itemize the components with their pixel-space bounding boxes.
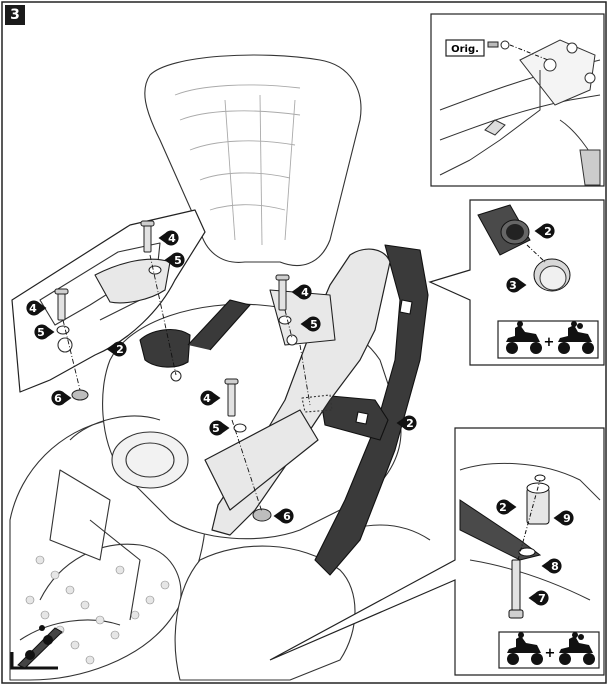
motorcycle-pillion-icon — [506, 321, 542, 354]
callout-shape — [506, 277, 527, 293]
callout-number: 2 — [499, 501, 507, 514]
guide-lines — [62, 254, 311, 513]
callout-shape — [300, 316, 321, 332]
callout-c2b: 2 — [396, 415, 417, 431]
callout-shape — [34, 324, 55, 340]
callout-shape — [106, 341, 127, 357]
callout-c5c: 5 — [300, 316, 321, 332]
callout-shape — [26, 300, 47, 316]
callout-c4c: 4 — [291, 284, 312, 300]
callout-number: 2 — [116, 343, 124, 356]
callout-shape — [528, 590, 549, 606]
motorcycle-rider-icon-2 — [559, 632, 595, 665]
plus-sign-2: + — [545, 646, 556, 661]
callout-c7: 7 — [528, 590, 549, 606]
callout-number: 2 — [544, 225, 552, 238]
callout-number: 9 — [563, 512, 571, 525]
callout-shape — [200, 390, 221, 406]
callout-c8: 8 — [541, 558, 562, 574]
inset-original-hardware: Orig. — [430, 13, 605, 187]
callout-number: 5 — [310, 318, 318, 331]
callout-c5a: 5 — [164, 252, 185, 268]
callout-number: 4 — [168, 232, 176, 245]
motorcycle-rear-illustration — [9, 54, 431, 681]
callout-shape — [51, 390, 72, 406]
callout-number: 4 — [203, 392, 211, 405]
callout-number: 8 — [551, 560, 559, 573]
callout-shape — [496, 499, 517, 515]
orig-label-box — [445, 39, 485, 57]
callout-c9: 9 — [553, 510, 574, 526]
callout-number: 2 — [406, 417, 414, 430]
callout-c4d: 4 — [200, 390, 221, 406]
callout-shape — [396, 415, 417, 431]
callout-c2a: 2 — [106, 341, 127, 357]
callout-number: 4 — [301, 286, 309, 299]
callout-number: 6 — [283, 510, 291, 523]
callout-number: 5 — [212, 422, 220, 435]
callout-c4b: 4 — [26, 300, 47, 316]
fasteners — [54, 220, 298, 522]
callout-number: 4 — [29, 302, 37, 315]
plus-sign: + — [544, 335, 555, 350]
callout-shape — [164, 252, 185, 268]
callout-number: 7 — [538, 592, 546, 605]
callout-shape — [534, 223, 555, 239]
callout-c5d: 5 — [209, 420, 230, 436]
callout-c2c: 2 — [534, 223, 555, 239]
callout-c4a: 4 — [158, 230, 179, 246]
callout-shape — [541, 558, 562, 574]
callout-shape — [291, 284, 312, 300]
callout-c5b: 5 — [34, 324, 55, 340]
inset-spacer-detail: + — [269, 427, 605, 676]
callout-c6b: 6 — [273, 508, 294, 524]
view-direction-icon — [10, 625, 63, 670]
callout-shape — [209, 420, 230, 436]
callout-number: 5 — [174, 254, 182, 267]
callout-shape — [553, 510, 574, 526]
callout-c6a: 6 — [51, 390, 72, 406]
callout-shape — [273, 508, 294, 524]
callout-shape — [158, 230, 179, 246]
callout-number: 6 — [54, 392, 62, 405]
callout-number: 3 — [509, 279, 517, 292]
motorcycle-pillion-icon-2 — [507, 632, 543, 665]
callout-number: 5 — [37, 326, 45, 339]
motorcycle-rider-icon — [558, 321, 594, 354]
step-number-badge: 3 — [5, 5, 25, 25]
callout-c3: 3 — [506, 277, 527, 293]
callout-c2d: 2 — [496, 499, 517, 515]
orig-label: Orig. — [451, 44, 479, 55]
